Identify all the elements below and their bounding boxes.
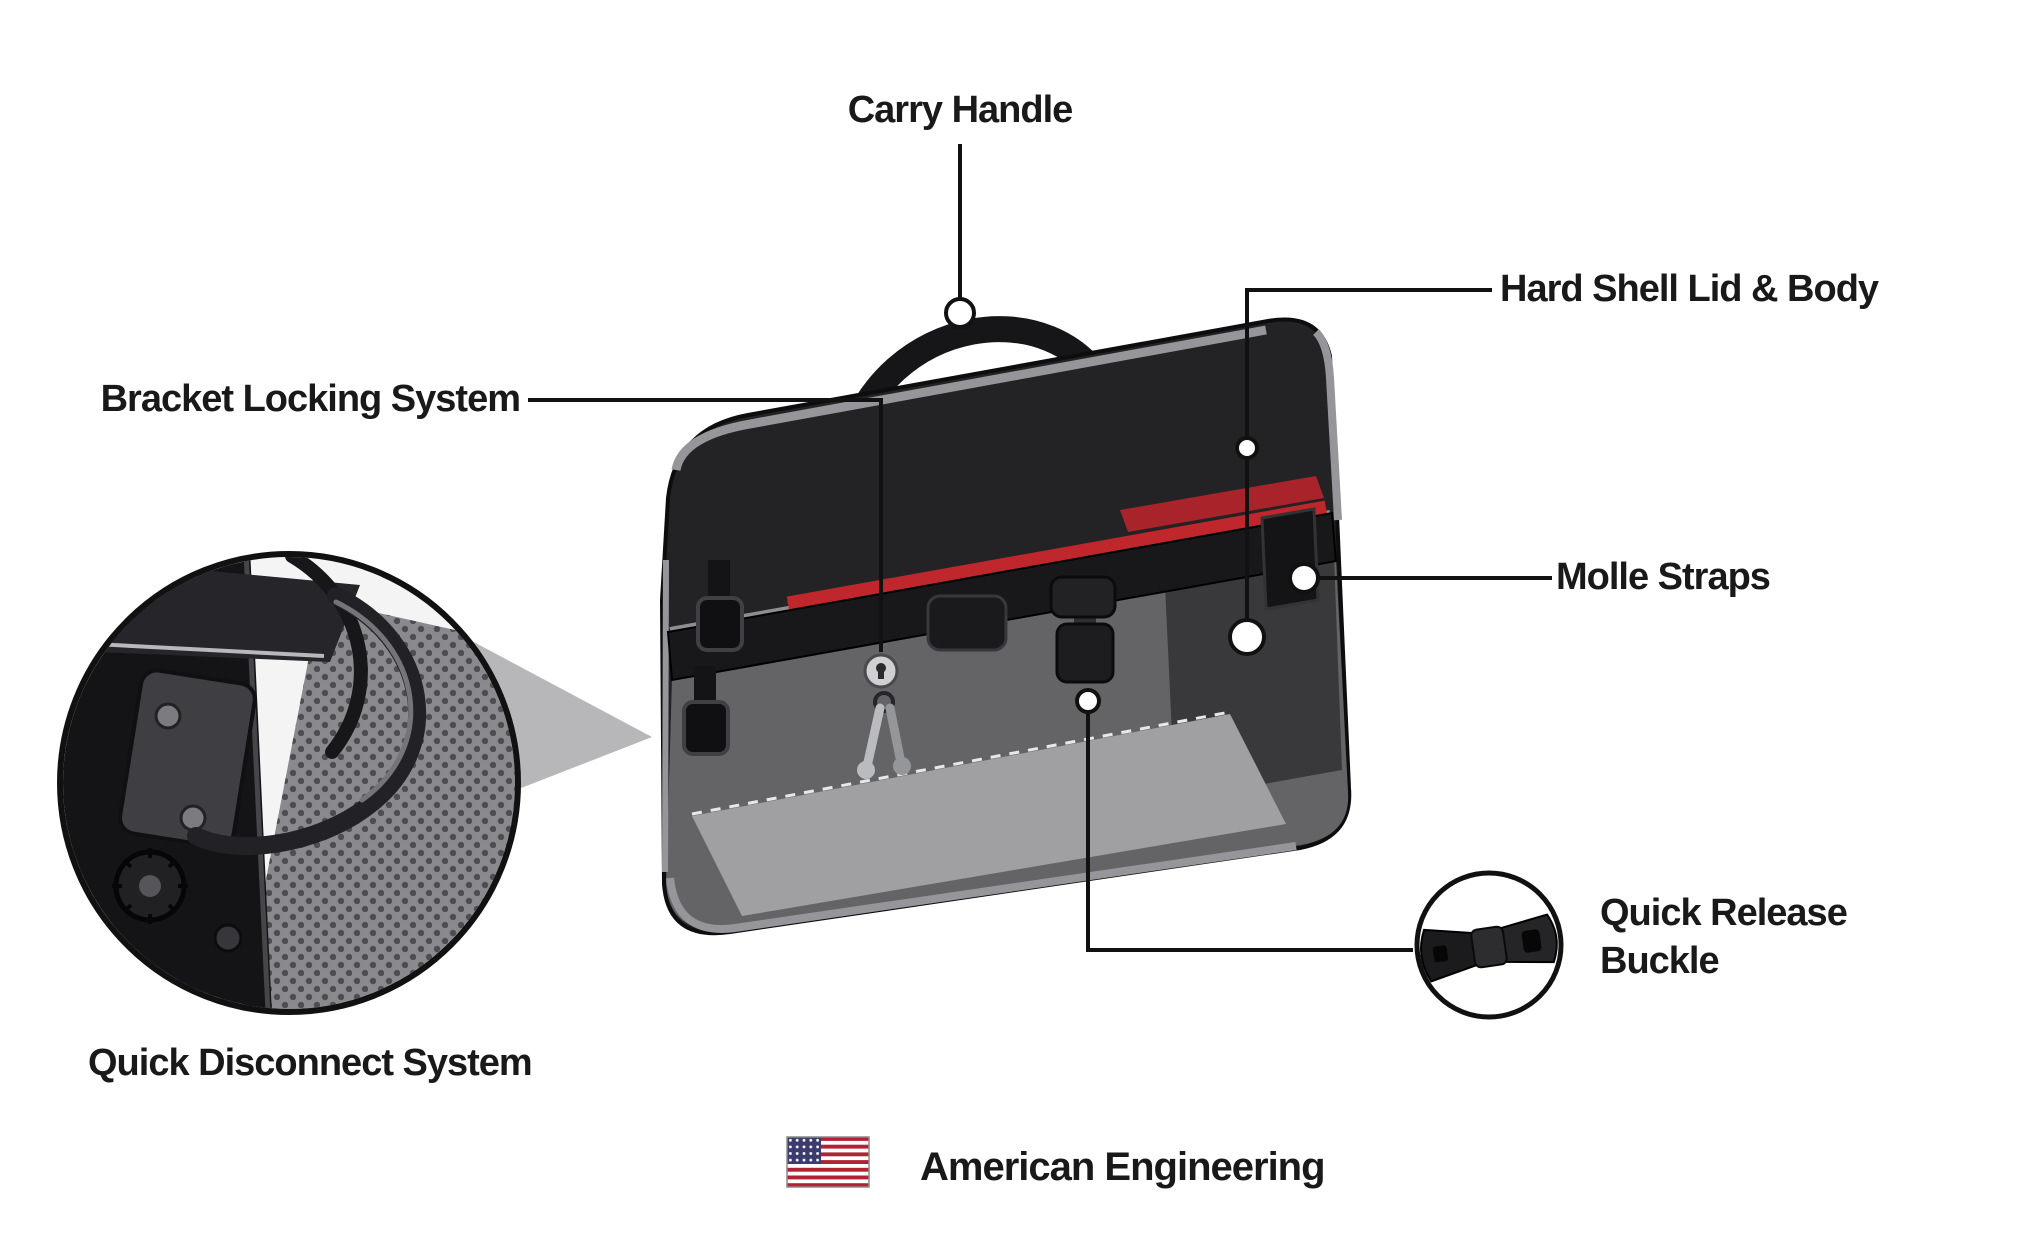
hard-shell-line bbox=[1245, 288, 1492, 619]
left-strap-buckle-bottom bbox=[682, 700, 730, 756]
quick-release-buckle-icon bbox=[1420, 913, 1558, 983]
quick-disconnect-inset bbox=[57, 551, 521, 1015]
bottom-piping bbox=[666, 842, 1297, 933]
quick-release-line bbox=[1086, 713, 1413, 952]
molle-straps-marker bbox=[1288, 562, 1320, 594]
callout-label-quick-release-buckle: Quick Release Buckle bbox=[1600, 890, 1848, 986]
carry-handle-marker bbox=[944, 297, 976, 329]
callout-label-carry-handle: Carry Handle bbox=[847, 89, 1074, 131]
saddlebag-illustration bbox=[659, 316, 1352, 936]
quick-disconnect-photo bbox=[63, 557, 515, 1009]
callout-lines bbox=[528, 144, 1552, 952]
front-strap-band bbox=[666, 511, 1338, 682]
hard-shell-lid-marker bbox=[1235, 436, 1259, 460]
quick-release-buckle-female bbox=[1055, 622, 1115, 684]
quick-release-label-line2: Buckle bbox=[1600, 939, 1720, 982]
interior-red-shelf bbox=[1120, 476, 1324, 532]
quick-release-buckle-inset bbox=[1414, 870, 1564, 1020]
lock-and-keys bbox=[857, 653, 911, 779]
callout-label-molle-straps: Molle Straps bbox=[1556, 556, 1771, 598]
hard-shell-body-marker bbox=[1228, 618, 1266, 656]
bracket-locking-line bbox=[528, 398, 883, 652]
callout-label-hard-shell-lid-body: Hard Shell Lid & Body bbox=[1500, 268, 1879, 310]
callout-label-bracket-locking-system: Bracket Locking System bbox=[100, 378, 521, 420]
us-flag-icon bbox=[786, 1136, 870, 1188]
footer-text-american-engineering: American Engineering bbox=[920, 1145, 1326, 1189]
left-strap-buckle-top bbox=[696, 596, 744, 652]
quick-release-label-line1: Quick Release bbox=[1600, 892, 1848, 934]
quick-release-marker bbox=[1075, 688, 1101, 714]
strap-keeper bbox=[926, 594, 1008, 652]
callout-label-quick-disconnect-system: Quick Disconnect System bbox=[88, 1042, 533, 1084]
lid-piping bbox=[671, 325, 1267, 472]
molle-strap bbox=[1260, 507, 1320, 611]
quick-release-buckle-male bbox=[1049, 575, 1117, 619]
red-accent-stripe bbox=[786, 500, 1328, 612]
